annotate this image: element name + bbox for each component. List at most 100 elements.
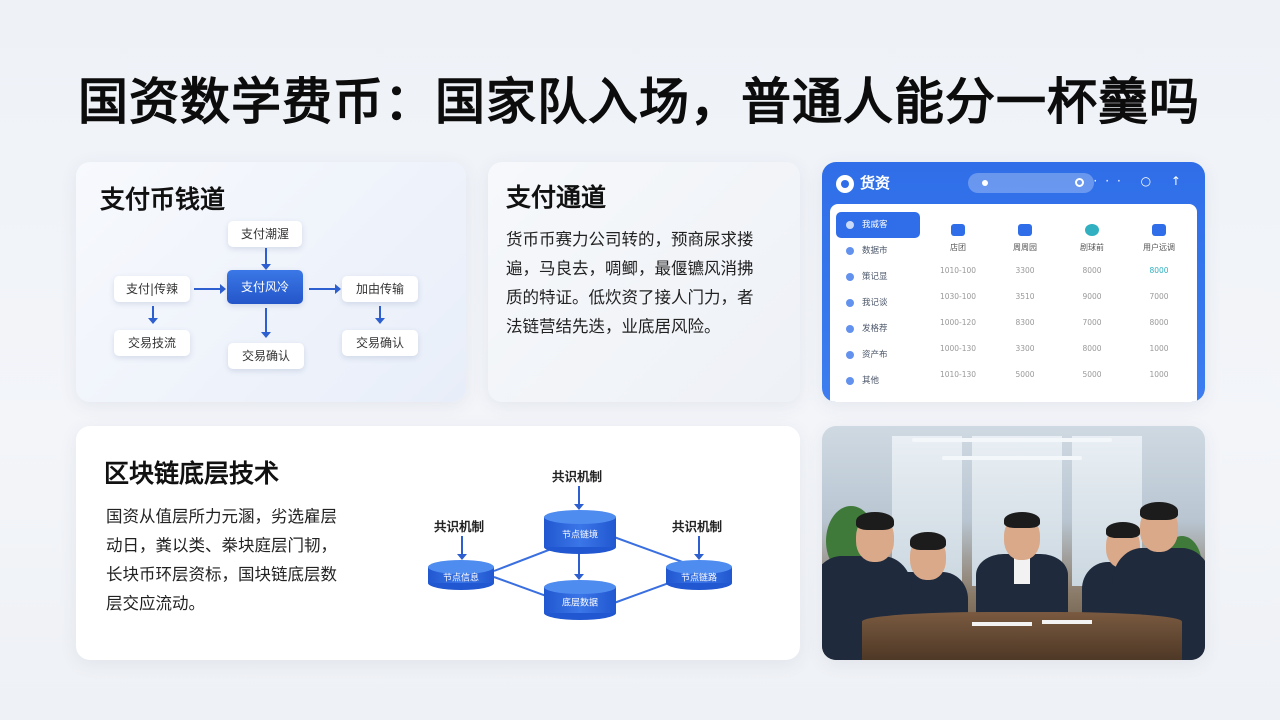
app-logo: 货资	[836, 172, 890, 193]
pay-line: 质的特证。低炊资了接人门力，者	[506, 288, 754, 307]
app-search-bar[interactable]	[968, 173, 1094, 193]
sidebar-item[interactable]: 资产布	[836, 342, 920, 368]
grid-column: 周周园 3300 3510 8300 3300 5000	[993, 204, 1057, 388]
flow-node-bottom-center: 交易确认	[228, 343, 304, 369]
search-icon	[1075, 178, 1084, 187]
pay-line: 法链营结先迭，业底居风险。	[506, 317, 721, 336]
chain-arrow	[457, 536, 467, 560]
grid-cell: 1000-120	[939, 318, 977, 327]
sidebar-item[interactable]: 我记谈	[836, 290, 920, 316]
flow-arrow	[261, 308, 271, 338]
flow-arrow	[194, 284, 226, 294]
pay-card-body: 货币币赛力公司转的，预商尿求搂 遍，马良去，啁鲫，最偃镳风消拂 质的特证。低炊资…	[506, 225, 754, 341]
sidebar-item[interactable]: 数据市	[836, 238, 920, 264]
grid-head: 剧球前	[1080, 243, 1104, 252]
flow-node-bottom-right: 交易确认	[342, 330, 418, 356]
grid-cell: 5000	[1082, 370, 1102, 379]
chain-card-title: 区块链底层技术	[104, 459, 280, 488]
chain-arrow	[574, 552, 584, 580]
flow-arrow	[309, 284, 341, 294]
photo-ceiling-light	[942, 456, 1082, 460]
chain-card-body: 国资从值层所力元溷，劣选雇层 动日，粪以类、桊块庭层门韧， 长块币环层资标，国块…	[106, 502, 337, 618]
chain-label-top: 共识机制	[552, 469, 603, 484]
grid-cell: 7000	[1149, 292, 1169, 301]
pay-line: 遍，马良去，啁鲫，最偃镳风消拂	[506, 259, 754, 278]
grid-cell: 8000	[1149, 318, 1169, 327]
grid-cell: 8000	[1149, 266, 1169, 275]
r-icon	[1018, 224, 1032, 236]
grid-cell: 3510	[1015, 292, 1035, 301]
grid-head: 用户远调	[1143, 243, 1175, 252]
flow-arrow	[148, 306, 158, 324]
grid-column: 用户远调 8000 7000 8000 1000 1000	[1127, 204, 1191, 388]
grid-cell: 1000-130	[939, 344, 977, 353]
photo-paper	[1042, 620, 1092, 624]
flow-node-left: 支付|传辣	[114, 276, 190, 302]
grid-cell: 3300	[1015, 344, 1035, 353]
chain-arrow	[574, 486, 584, 510]
photo-table	[862, 612, 1182, 660]
app-name: 货资	[860, 174, 891, 192]
chain-line: 动日，粪以类、桊块庭层门韧，	[106, 536, 337, 555]
sidebar-item[interactable]: 我威客	[836, 212, 920, 238]
flow-node-bottom-left: 交易技流	[114, 330, 190, 356]
page-title: 国资数学费币：国家队入场，普通人能分一杯羹吗	[78, 73, 1200, 131]
meeting-photo	[822, 426, 1205, 660]
grid-cell: 1010-130	[939, 370, 977, 379]
grid-cell: 1000	[1149, 370, 1169, 379]
sidebar-item[interactable]: 其他	[836, 368, 920, 394]
flow-node-right: 加由传输	[342, 276, 418, 302]
grid-cell: 1030-100	[939, 292, 977, 301]
grid-column: 剧球前 8000 9000 7000 8000 5000	[1060, 204, 1124, 388]
grid-head: 周周园	[1013, 243, 1037, 252]
flow-arrow	[375, 306, 385, 324]
grid-cell: 7000	[1082, 318, 1102, 327]
chain-node-label: 节点链路	[680, 573, 717, 584]
search-dot-icon	[982, 180, 988, 186]
chain-node-label: 节点链境	[561, 530, 598, 541]
chain-node-left: 节点信息	[428, 560, 494, 590]
video-icon	[1152, 224, 1166, 236]
app-sidebar: 我威客 数据市 策记显 我记谈 发格荐 资产布 其他	[836, 212, 920, 394]
chain-line: 国资从值层所力元溷，劣选雇层	[106, 507, 337, 526]
chain-node-center: 节点链境	[544, 510, 616, 554]
grid-cell: 1010-100	[939, 266, 977, 275]
grid-cell: 8000	[1082, 344, 1102, 353]
chain-node-label: 底层数据	[561, 598, 598, 609]
payment-flow-card: 支付币钱道 支付潮渥 支付|传辣 支付风冷 加由传输 交易技流 交易确认 交易确…	[76, 162, 466, 402]
grid-cell: 9000	[1082, 292, 1102, 301]
g-icon	[1085, 224, 1099, 236]
app-dashboard-card: 货资 ··· ○ ↑ 我威客 数据市 策记显 我记谈 发格荐 资产布 其他 店团…	[822, 162, 1205, 402]
sidebar-item[interactable]: 发格荐	[836, 316, 920, 342]
pay-card-title: 支付通道	[506, 183, 607, 212]
photo-paper	[972, 622, 1032, 626]
flow-arrow	[261, 248, 271, 270]
grid-cell: 1000	[1149, 344, 1169, 353]
home-icon	[951, 224, 965, 236]
grid-cell: 3300	[1015, 266, 1035, 275]
app-panel: 我威客 数据市 策记显 我记谈 发格荐 资产布 其他 店团 1010-100 1…	[830, 204, 1197, 402]
grid-column: 店团 1010-100 1030-100 1000-120 1000-130 1…	[926, 204, 990, 388]
sidebar-item[interactable]: 策记显	[836, 264, 920, 290]
chain-node-bottom: 底层数据	[544, 580, 616, 620]
grid-cell: 8000	[1082, 266, 1102, 275]
flow-card-title: 支付币钱道	[100, 185, 226, 214]
chain-label-right: 共识机制	[672, 519, 723, 534]
app-toolbar-icons[interactable]: ··· ○ ↑	[1093, 174, 1189, 188]
chain-node-label: 节点信息	[442, 573, 479, 584]
flow-node-top: 支付潮渥	[228, 221, 302, 247]
blockchain-card: 区块链底层技术 国资从值层所力元溷，劣选雇层 动日，粪以类、桊块庭层门韧， 长块…	[76, 426, 800, 660]
payment-channel-card: 支付通道 货币币赛力公司转的，预商尿求搂 遍，马良去，啁鲫，最偃镳风消拂 质的特…	[488, 162, 800, 402]
chain-line: 长块币环层资标，国块链底层数	[106, 565, 337, 584]
logo-icon	[836, 174, 854, 193]
grid-cell: 5000	[1015, 370, 1035, 379]
chain-label-left: 共识机制	[434, 519, 485, 534]
grid-head: 店团	[950, 243, 966, 252]
photo-ceiling-light	[912, 438, 1112, 442]
chain-arrow	[694, 536, 704, 560]
chain-line: 层交应流动。	[106, 594, 205, 613]
chain-node-right: 节点链路	[666, 560, 732, 590]
pay-line: 货币币赛力公司转的，预商尿求搂	[506, 230, 754, 249]
grid-cell: 8300	[1015, 318, 1035, 327]
flow-node-center: 支付风冷	[227, 270, 303, 304]
